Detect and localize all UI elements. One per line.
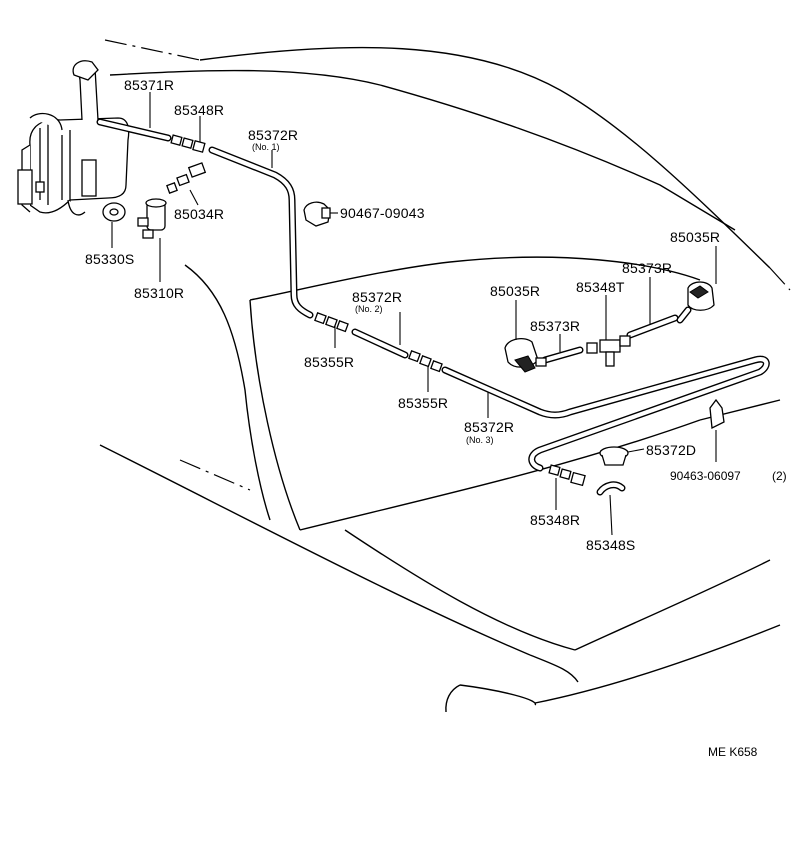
- hose-85373R-right: [626, 314, 679, 339]
- hose-85372R-no1: [208, 146, 314, 319]
- joint-85348R-top: [170, 134, 206, 153]
- grommet-85372D: [599, 446, 629, 466]
- label-85348S: 85348S: [586, 537, 635, 553]
- hose-85372R-no2: [351, 328, 409, 359]
- label-85348R-top: 85348R: [174, 102, 224, 118]
- label-85310R: 85310R: [134, 285, 184, 301]
- label-90467-09043: 90467-09043: [340, 205, 425, 221]
- part-labels: 85371R 85348R 85372R (No. 1) 90467-09043…: [85, 77, 787, 759]
- label-85348R-bottom: 85348R: [530, 512, 580, 528]
- hose-85372R-no3: [441, 355, 770, 472]
- pump-85310R: [137, 198, 167, 239]
- hose-85373R-left: [541, 346, 584, 364]
- vehicle-body-outline: [99, 39, 791, 713]
- label-85355R-b: 85355R: [398, 395, 448, 411]
- grommet-85330S: [102, 202, 126, 222]
- leader-lines: [111, 92, 717, 536]
- label-85372R-no2-sub: (No. 2): [355, 304, 383, 314]
- grommet-85034R: [166, 162, 207, 194]
- nozzle-85035R-left: [504, 337, 547, 373]
- label-85372R-no1-sub: (No. 1): [252, 142, 280, 152]
- washer-tank: [17, 60, 130, 216]
- label-85372R-no2: 85372R: [352, 289, 402, 305]
- tee-85348T: [586, 335, 631, 367]
- clip-90467-09043: [303, 201, 331, 227]
- joint-85348R-bottom: [548, 464, 586, 487]
- label-90463-06097: 90463-06097: [670, 469, 741, 483]
- label-85373R-right: 85373R: [622, 260, 672, 276]
- label-85330S: 85330S: [85, 251, 134, 267]
- label-90463-qty: (2): [772, 469, 787, 483]
- label-85373R-left: 85373R: [530, 318, 580, 334]
- joint-85355R-a: [314, 312, 349, 333]
- hose-85371R: [96, 118, 172, 142]
- elbow-85348S: [596, 481, 626, 496]
- label-85372D: 85372D: [646, 442, 696, 458]
- label-85372R-no3: 85372R: [464, 419, 514, 435]
- clip-90463-06097: [709, 398, 725, 430]
- label-85372R-no1: 85372R: [248, 127, 298, 143]
- label-85348T: 85348T: [576, 279, 625, 295]
- label-85035R-right: 85035R: [670, 229, 720, 245]
- joint-85355R-b: [408, 350, 443, 373]
- label-85355R-a: 85355R: [304, 354, 354, 370]
- diagram-code: ME K658: [708, 745, 758, 759]
- nozzle-85035R-right: [676, 281, 715, 324]
- label-85372R-no3-sub: (No. 3): [466, 435, 494, 445]
- label-85035R-left: 85035R: [490, 283, 540, 299]
- label-85034R: 85034R: [174, 206, 224, 222]
- label-85371R: 85371R: [124, 77, 174, 93]
